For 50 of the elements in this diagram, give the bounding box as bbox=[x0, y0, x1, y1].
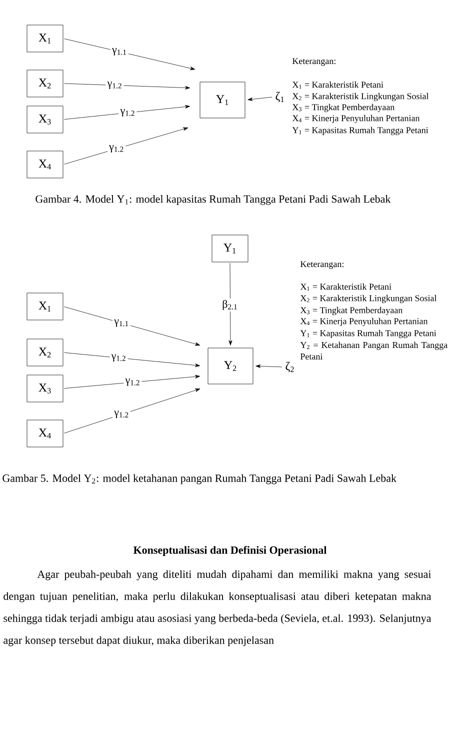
legend-text: Keterangan: bbox=[292, 58, 336, 66]
arrow bbox=[64, 352, 200, 368]
legend-text: X$_{4}$ = Kinerja Penyuluhan Pertanian bbox=[292, 114, 420, 124]
edge-label: β$_{2.1}$ bbox=[220, 298, 240, 312]
arrow bbox=[64, 388, 200, 434]
body-paragraph: Agar peubah-peubah yang diteliti mudah dipahami dan memiliki makna yang sesuai dengan tujuan penelitian, maka perlu dilakukan konseptualisasi atau diberi ketepatan makna sehingga tidak terjadi ambigu atau asosiasi yang berbeda-beda (Seviela, et.al. 1993). Selanjutnya agar konsep tersebut dapat diukur, maka diberikan penjelasan bbox=[4, 570, 432, 646]
edge-label: γ$_{1.1}$ bbox=[112, 318, 131, 328]
variable-box: X$_{4}$ bbox=[26, 420, 64, 448]
arrow bbox=[64, 306, 200, 346]
edge-label: γ$_{1.2}$ bbox=[108, 144, 126, 154]
edge-label: γ$_{1.2}$ bbox=[124, 377, 142, 388]
arrow bbox=[64, 105, 190, 120]
legend-text: X$_{1}$ = Karakteristik Petani bbox=[300, 283, 392, 291]
edge-label: γ$_{1.2}$ bbox=[110, 352, 128, 364]
legend-text: X$_{3}$ = Tingkat Pemberdayaan bbox=[292, 104, 395, 112]
variable-box: Y$_{1}$ bbox=[200, 82, 246, 118]
variable-box: Y$_{1}$ bbox=[212, 234, 248, 262]
arrow bbox=[248, 96, 272, 101]
arrow bbox=[64, 374, 200, 389]
arrow bbox=[64, 38, 196, 70]
variable-box: X$_{3}$ bbox=[26, 374, 64, 402]
edge-label: γ$_{1.1}$ bbox=[110, 46, 128, 57]
legend-text: X$_{3}$ = Tingkat Pemberdayaan bbox=[300, 306, 403, 316]
variable-box: X$_{1}$ bbox=[26, 292, 64, 320]
edge-label: γ$_{1.2}$ bbox=[118, 108, 137, 118]
arrow bbox=[228, 263, 232, 346]
legend-text: Y$_{2}$ = Ketahanan Pangan Rumah Tangga Petani bbox=[300, 342, 448, 360]
variable-box: X$_{4}$ bbox=[26, 150, 64, 178]
error-term: ζ$_{1}$ bbox=[276, 92, 284, 102]
legend-text: X$_{1}$ = Karakteristik Petani bbox=[292, 81, 384, 89]
legend-text: Y$_{1}$ = Kapasitas Rumah Tangga Petani bbox=[292, 126, 428, 136]
variable-box: X$_{2}$ bbox=[26, 70, 64, 98]
legend-text: X$_{2}$ = Karakteristik Lingkungan Sosial bbox=[300, 294, 437, 304]
legend-text: Y$_{1}$ = Kapasitas Rumah Tangga Petani bbox=[300, 330, 436, 338]
arrow bbox=[64, 127, 188, 164]
arrow bbox=[256, 364, 282, 368]
legend-text: X$_{2}$ = Karakteristik Lingkungan Sosial bbox=[292, 92, 429, 102]
variable-box: X$_{3}$ bbox=[26, 106, 64, 134]
section-heading: Konseptualisasi dan Definisi Operasional bbox=[133, 546, 327, 556]
figure-caption: Gambar 4. Model Y$_{1}$: model kapasitas Rumah Tangga Petani Padi Sawah Lebak bbox=[36, 195, 391, 205]
edge-label: γ$_{1.2}$ bbox=[112, 409, 131, 420]
arrow bbox=[64, 83, 190, 90]
figure-caption: Gambar 5. Model Y$_{2}$: model ketahanan pangan Rumah Tangga Petani Padi Sawah Lebak bbox=[2, 474, 396, 484]
legend-text: X$_{4}$ = Kinerja Penyuluhan Pertanian bbox=[300, 318, 428, 326]
variable-box: X$_{2}$ bbox=[26, 338, 64, 366]
legend-text: Keterangan: bbox=[300, 261, 344, 269]
variable-box: X$_{1}$ bbox=[26, 24, 64, 52]
error-term: ζ$_{2}$ bbox=[286, 362, 294, 372]
variable-box: Y$_{2}$ bbox=[208, 348, 254, 384]
edge-label: γ$_{1.2}$ bbox=[106, 80, 124, 90]
